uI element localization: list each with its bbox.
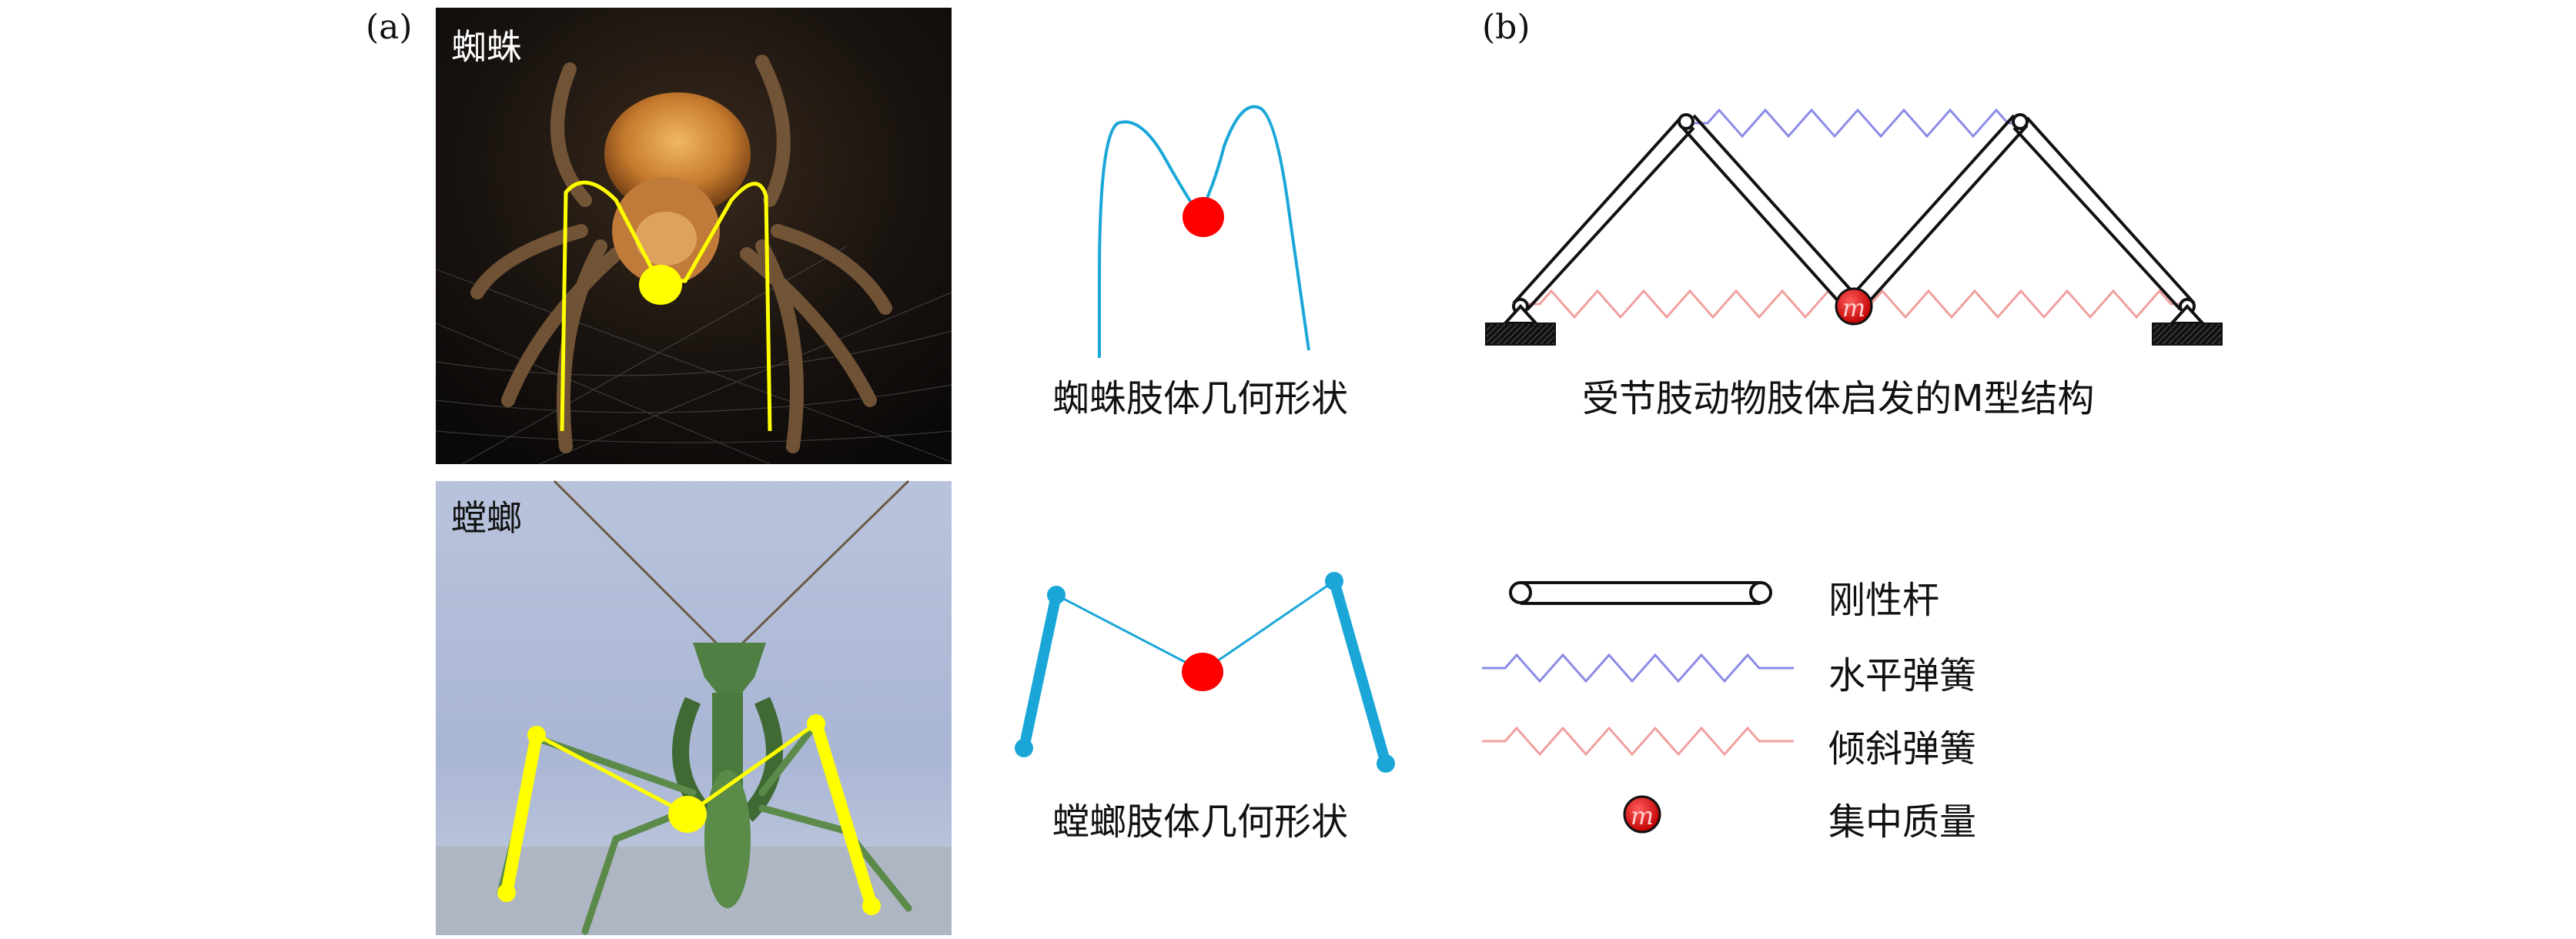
spider-geometry-caption: 蜘蛛肢体几何形状 (1052, 377, 1349, 420)
spider-body-marker (639, 265, 682, 305)
m-inclined-spring-left (1524, 289, 1846, 319)
mantis-geometry-mass (1182, 653, 1223, 691)
panel-a-label: (a) (366, 8, 413, 47)
legend-lumped-mass-symbol: m (1623, 795, 1661, 834)
legend-symbols: m (1482, 581, 1794, 834)
spider-geometry-mass (1183, 197, 1224, 237)
right-support (2152, 304, 2223, 346)
m-structure-caption: 受节肢动物肢体启发的M型结构 (1582, 377, 2095, 420)
mantis-limb-geometry (1015, 572, 1395, 773)
m-inclined-spring-right (1860, 289, 2183, 319)
legend-lumped-mass-label: 集中质量 (1828, 800, 1977, 844)
mantis-body-marker (668, 796, 707, 833)
m-structure: m (1485, 108, 2223, 346)
legend-mass-symbol-text: m (1631, 801, 1654, 830)
legend-inclined-spring-symbol (1482, 726, 1794, 757)
mantis-photo (436, 480, 952, 935)
legend-rigid-rod-label: 刚性杆 (1828, 579, 1940, 622)
panel-b-label: (b) (1482, 8, 1531, 47)
spider-limb-geometry (1098, 105, 1310, 358)
legend-rigid-rod-symbol (1509, 581, 1772, 605)
spider-photo-label: 蜘蛛 (451, 26, 522, 68)
mantis-geometry-caption: 螳螂肢体几何形状 (1052, 800, 1349, 844)
spider-photo (435, 8, 952, 465)
left-support (1485, 304, 1556, 346)
legend-horizontal-spring-symbol (1482, 653, 1794, 683)
legend-horizontal-spring-label: 水平弹簧 (1828, 654, 1977, 697)
m-mass-symbol: m (1842, 293, 1865, 322)
m-horizontal-spring (1690, 108, 2016, 139)
m-lumped-mass (1835, 287, 1873, 326)
legend-inclined-spring-label: 倾斜弹簧 (1828, 727, 1977, 770)
mantis-photo-label: 螳螂 (451, 497, 522, 539)
